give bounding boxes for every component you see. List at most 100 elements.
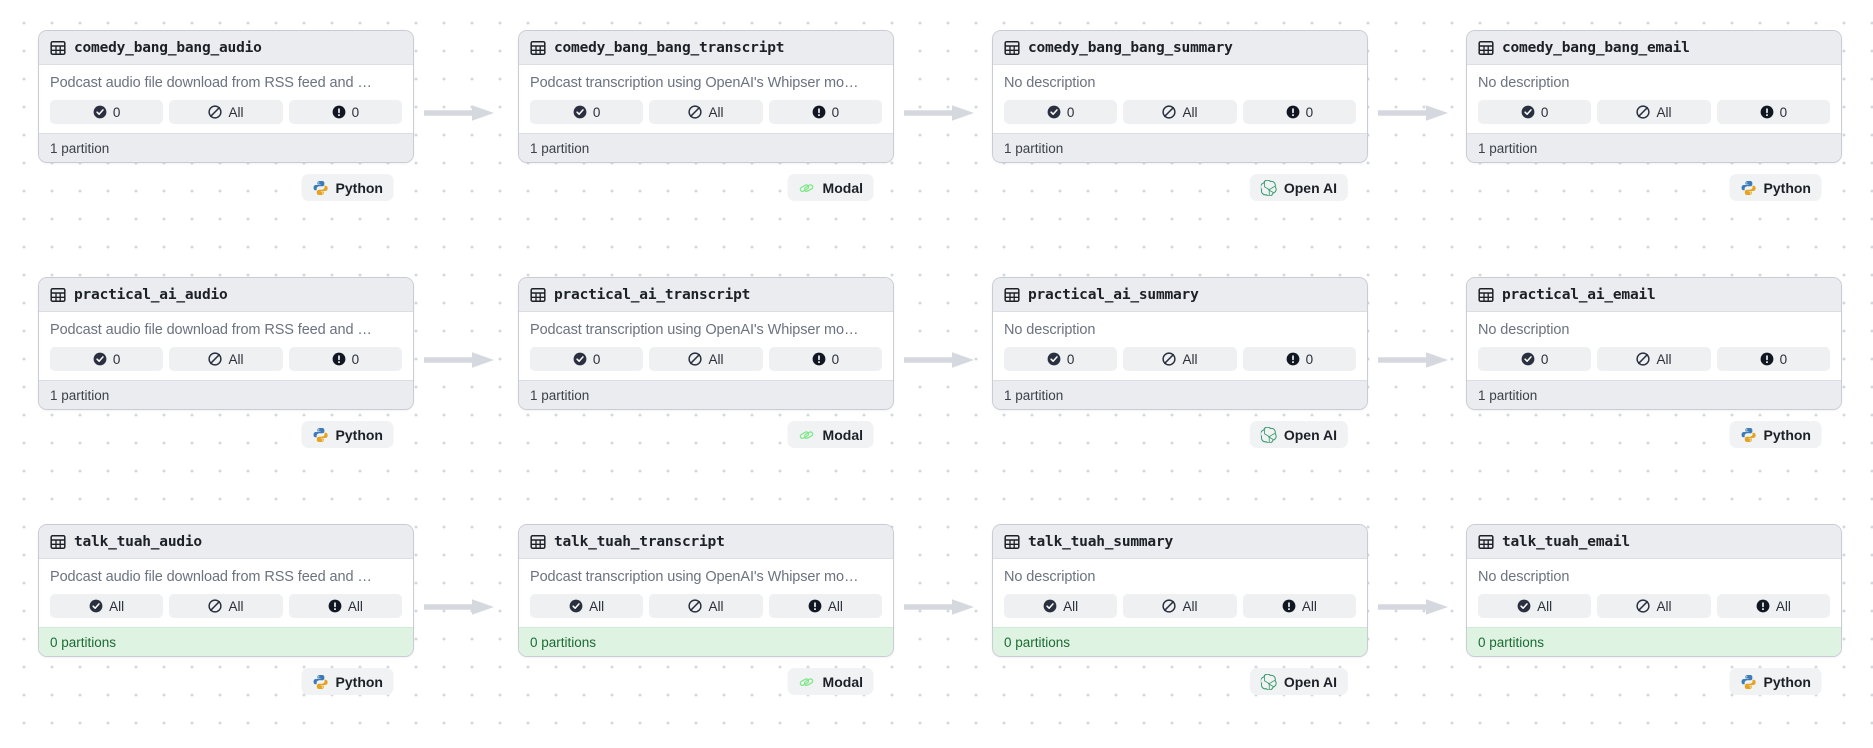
status-pill-check-circle[interactable]: All (50, 594, 164, 618)
status-pill-check-circle[interactable]: 0 (1004, 347, 1118, 371)
asset-card-footer: 1 partition (39, 133, 413, 162)
status-pill-alert-circle[interactable]: 0 (768, 100, 882, 124)
tech-badge-modal[interactable]: Modal (787, 174, 874, 201)
status-pill-no-entry[interactable]: All (1123, 100, 1237, 124)
no-entry-icon (1162, 105, 1177, 119)
no-entry-icon (688, 599, 703, 613)
status-pill-alert-circle[interactable]: 0 (1242, 100, 1356, 124)
status-pill-check-circle[interactable]: 0 (1478, 100, 1592, 124)
asset-card-header[interactable]: practical_ai_transcript (519, 278, 893, 312)
asset-card-footer: 1 partition (39, 380, 413, 409)
asset-card-header[interactable]: practical_ai_email (1467, 278, 1841, 312)
asset-card-header[interactable]: talk_tuah_email (1467, 525, 1841, 559)
status-pill-no-entry[interactable]: All (169, 347, 283, 371)
no-entry-icon (688, 352, 703, 366)
asset-card-header[interactable]: comedy_bang_bang_transcript (519, 31, 893, 65)
tech-badge-modal[interactable]: Modal (787, 668, 874, 695)
status-pill-no-entry[interactable]: All (1597, 347, 1711, 371)
tech-badge-python[interactable]: Python (1729, 668, 1822, 695)
status-pill-value: 0 (1066, 351, 1075, 367)
tech-badge-modal[interactable]: Modal (787, 421, 874, 448)
status-pill-alert-circle[interactable]: All (1242, 594, 1356, 618)
tech-badge-python[interactable]: Python (1729, 421, 1822, 448)
table-icon (530, 40, 546, 56)
status-pill-alert-circle[interactable]: 0 (1716, 100, 1830, 124)
asset-card-header[interactable]: talk_tuah_transcript (519, 525, 893, 559)
tech-badge-python[interactable]: Python (301, 421, 394, 448)
status-pill-no-entry[interactable]: All (1123, 347, 1237, 371)
status-pill-alert-circle[interactable]: All (1716, 594, 1830, 618)
status-pill-check-circle[interactable]: 0 (1478, 347, 1592, 371)
alert-circle-icon (1286, 352, 1300, 366)
status-pill-no-entry[interactable]: All (649, 347, 763, 371)
check-circle-icon (1047, 352, 1061, 366)
asset-card-header[interactable]: practical_ai_audio (39, 278, 413, 312)
status-pill-alert-circle[interactable]: 0 (1242, 347, 1356, 371)
status-pill-check-circle[interactable]: All (530, 594, 644, 618)
status-pill-no-entry[interactable]: All (169, 100, 283, 124)
status-pill-check-circle[interactable]: 0 (530, 347, 644, 371)
check-circle-icon (1043, 599, 1057, 613)
modal-icon (799, 674, 816, 690)
lineage-arrow (1378, 598, 1448, 621)
asset-name: talk_tuah_transcript (554, 533, 725, 550)
status-pill-check-circle[interactable]: All (1478, 594, 1592, 618)
status-pill-no-entry[interactable]: All (169, 594, 283, 618)
tech-badge-label: Python (335, 426, 383, 443)
status-pill-no-entry[interactable]: All (1597, 100, 1711, 124)
tech-badge-label: Modal (822, 673, 863, 690)
asset-card-header[interactable]: talk_tuah_summary (993, 525, 1367, 559)
tech-badge-label: Open AI (1283, 673, 1337, 690)
status-pill-check-circle[interactable]: 0 (530, 100, 644, 124)
lineage-arrow (1378, 351, 1448, 374)
tech-badge-label: Python (1763, 673, 1811, 690)
asset-card-header[interactable]: comedy_bang_bang_summary (993, 31, 1367, 65)
status-pill-check-circle[interactable]: 0 (50, 347, 164, 371)
status-pill-alert-circle[interactable]: 0 (768, 347, 882, 371)
status-pill-alert-circle[interactable]: 0 (288, 347, 402, 371)
tech-badge-openai[interactable]: Open AI (1249, 174, 1348, 201)
tech-badge-python[interactable]: Python (1729, 174, 1822, 201)
status-pill-no-entry[interactable]: All (649, 594, 763, 618)
tech-badge-openai[interactable]: Open AI (1249, 668, 1348, 695)
partition-count: 0 partitions (50, 634, 117, 650)
status-pill-no-entry[interactable]: All (1123, 594, 1237, 618)
tech-badge-python[interactable]: Python (301, 668, 394, 695)
status-pill-alert-circle[interactable]: 0 (1716, 347, 1830, 371)
asset-name: practical_ai_email (1502, 286, 1656, 303)
alert-circle-icon (1760, 352, 1774, 366)
asset-card-header[interactable]: practical_ai_summary (993, 278, 1367, 312)
asset-card-header[interactable]: comedy_bang_bang_email (1467, 31, 1841, 65)
status-pill-no-entry[interactable]: All (649, 100, 763, 124)
status-pill-value: All (1537, 598, 1553, 614)
status-pill-check-circle[interactable]: All (1004, 594, 1118, 618)
tech-badge-openai[interactable]: Open AI (1249, 421, 1348, 448)
status-pill-alert-circle[interactable]: All (768, 594, 882, 618)
tech-badge-python[interactable]: Python (301, 174, 394, 201)
status-pill-check-circle[interactable]: 0 (1004, 100, 1118, 124)
asset-description: Podcast transcription using OpenAI's Whi… (530, 75, 859, 91)
status-pill-no-entry[interactable]: All (1597, 594, 1711, 618)
python-icon (1741, 427, 1757, 443)
asset-card-header[interactable]: talk_tuah_audio (39, 525, 413, 559)
status-pill-alert-circle[interactable]: All (288, 594, 402, 618)
asset-card-body: Podcast transcription using OpenAI's Whi… (519, 65, 893, 133)
status-pill-alert-circle[interactable]: 0 (288, 100, 402, 124)
status-pill-check-circle[interactable]: 0 (50, 100, 164, 124)
asset-card-header[interactable]: comedy_bang_bang_audio (39, 31, 413, 65)
